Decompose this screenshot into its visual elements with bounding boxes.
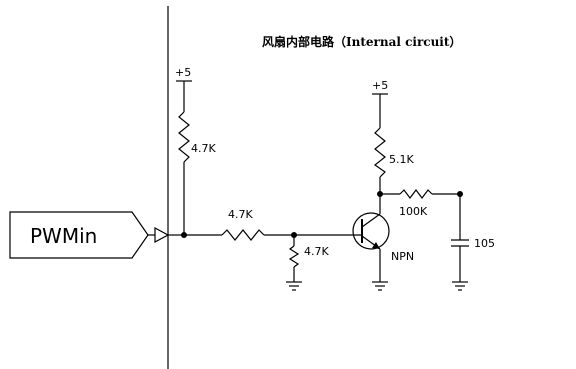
transistor-label: NPN — [391, 250, 414, 263]
capacitor-label: 105 — [474, 237, 495, 250]
vcc-left-label: +5 — [175, 66, 191, 79]
resistor-collector — [373, 127, 386, 178]
resistor-base-gnd-label: 4.7K — [304, 245, 329, 258]
resistor-series — [221, 229, 265, 241]
diagram-title: 风扇内部电路（Internal circuit） — [262, 34, 461, 49]
capacitor — [451, 239, 469, 247]
pwm-input-label: PWMin — [30, 224, 97, 248]
pwm-input-connector — [9, 211, 149, 259]
vcc-right-label: +5 — [372, 79, 388, 92]
ground-symbol-capacitor — [452, 281, 468, 291]
input-buffer-symbol — [154, 226, 170, 244]
resistor-collector-label: 5.1K — [389, 153, 414, 166]
resistor-pullup — [178, 111, 190, 163]
resistor-series-label: 4.7K — [228, 208, 253, 221]
ground-symbol-base — [286, 281, 302, 291]
ground-symbol-emitter — [372, 281, 388, 291]
npn-transistor — [352, 212, 390, 250]
resistor-base-gnd — [288, 245, 300, 268]
resistor-output — [399, 189, 433, 199]
resistor-output-label: 100K — [399, 205, 428, 218]
resistor-pullup-label: 4.7K — [191, 142, 216, 155]
